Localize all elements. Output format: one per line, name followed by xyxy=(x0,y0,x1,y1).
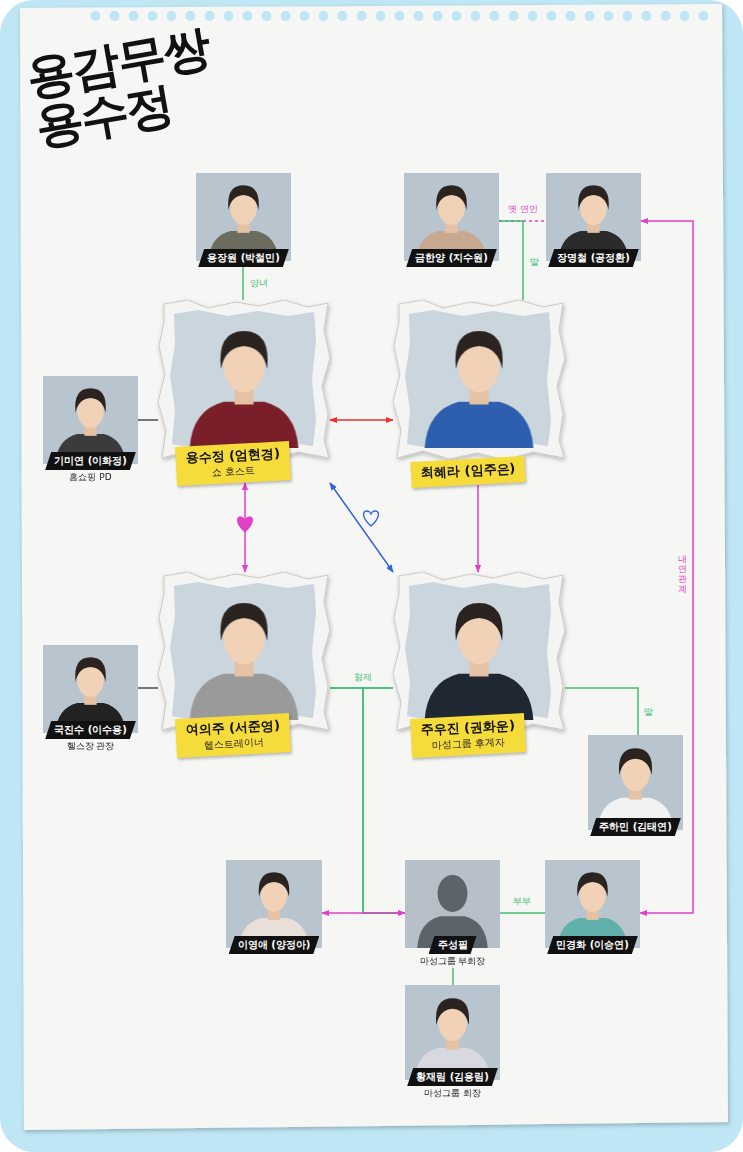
heart-symbol xyxy=(237,516,253,532)
photo-area xyxy=(226,860,322,948)
spiral-holes xyxy=(86,6,716,26)
relation-line xyxy=(500,912,545,914)
drama-title: 용감무쌍 용수정 xyxy=(23,16,252,153)
relation-line xyxy=(242,267,244,300)
name-tag: 장명철 (공정환) xyxy=(548,249,639,267)
character-name: 여의주 (서준영) xyxy=(185,718,280,740)
character-box: 이영애 (양정아) xyxy=(226,860,322,954)
relation-line xyxy=(244,483,246,572)
character-name: 국진수 (이수용) xyxy=(54,723,127,736)
character-box: 민경화 (이승연) xyxy=(545,860,640,954)
relation-label: 부부 xyxy=(511,896,533,907)
relation-line xyxy=(322,912,405,914)
character-name: 황재림 (김용림) xyxy=(416,1070,489,1083)
photo-area xyxy=(393,300,565,460)
name-tag: 용수정 (엄현경)쇼 호스트 xyxy=(175,441,291,486)
name-tag: 이영애 (양정아) xyxy=(229,936,320,954)
character-box: 황재림 (김용림) 마성그룹 회장 xyxy=(405,985,500,1100)
character-box: 장명철 (공정환) xyxy=(546,173,641,267)
torn-photo-frames xyxy=(158,300,565,732)
photo-area xyxy=(43,645,138,733)
relation-line xyxy=(330,687,393,689)
relation-line xyxy=(565,688,638,735)
character-name: 주하민 (김태연) xyxy=(599,820,672,833)
character-role: 마성그룹 회장 xyxy=(405,1088,500,1100)
character-name: 용장원 (박철민) xyxy=(207,251,280,264)
relation-line xyxy=(499,220,546,222)
main-portraits xyxy=(190,331,534,720)
character-name: 기미연 (이화정) xyxy=(54,454,127,467)
photo-area xyxy=(393,572,565,732)
paper-sheet xyxy=(20,4,728,1130)
name-tag: 기미연 (이화정) xyxy=(45,452,136,470)
character-card: 용수정 (엄현경)쇼 호스트 xyxy=(158,300,330,483)
character-name: 금한양 (지수원) xyxy=(415,251,488,264)
photo-area xyxy=(545,860,640,948)
photo-area xyxy=(546,173,641,261)
name-tag: 여의주 (서준영)헬스트레이너 xyxy=(175,713,291,758)
relation-line xyxy=(640,221,693,913)
relation-line xyxy=(452,968,454,985)
character-card: 최혜라 (임주은) xyxy=(393,300,565,485)
relation-line xyxy=(330,483,393,572)
character-box: 주하민 (김태연) xyxy=(588,735,683,836)
relation-line xyxy=(138,419,158,421)
character-card: 주우진 (권화운)마성그룹 후계자 xyxy=(393,572,565,755)
relation-label: 양녀 xyxy=(248,278,270,289)
character-card: 여의주 (서준영)헬스트레이너 xyxy=(158,572,330,755)
character-role: 홈쇼핑 PD xyxy=(43,472,138,484)
photo-area xyxy=(405,860,500,948)
relation-line xyxy=(138,687,158,689)
name-tag: 황재림 (김용림) xyxy=(407,1068,498,1086)
photo-area xyxy=(196,173,291,261)
relation-label: 내연관계 xyxy=(677,554,688,596)
relation-line xyxy=(499,221,523,300)
relation-label: 딸 xyxy=(528,257,541,268)
name-tag: 주하민 (김태연) xyxy=(590,818,681,836)
name-tag: 최혜라 (임주은) xyxy=(410,456,526,488)
photo-area xyxy=(158,572,330,732)
relation-line xyxy=(330,688,405,913)
relation-label: 옛 연인 xyxy=(506,204,540,215)
character-name: 최혜라 (임주은) xyxy=(421,461,516,483)
character-name: 민경화 (이승연) xyxy=(556,938,629,951)
relation-line xyxy=(363,688,405,913)
character-role: 마성그룹 부회장 xyxy=(405,956,500,968)
photo-area xyxy=(404,173,499,261)
name-tag: 주우진 (권화운)마성그룹 후계자 xyxy=(410,713,526,758)
name-tag: 주성필 xyxy=(429,936,477,954)
character-name: 용수정 (엄현경) xyxy=(185,446,280,468)
photo-area xyxy=(588,735,683,830)
relation-label: 형제 xyxy=(352,672,374,683)
name-tag: 금한양 (지수원) xyxy=(406,249,497,267)
character-role: 헬스장 관장 xyxy=(43,741,138,753)
name-tag: 민경화 (이승연) xyxy=(547,936,638,954)
character-box: 주성필마성그룹 부회장 xyxy=(405,860,500,968)
relation-line xyxy=(330,419,393,421)
photo-area xyxy=(158,300,330,460)
character-name: 주성필 xyxy=(438,938,468,951)
name-tag: 용장원 (박철민) xyxy=(198,249,289,267)
character-box: 기미연 (이화정) 홈쇼핑 PD xyxy=(43,376,138,484)
character-name: 이영애 (양정아) xyxy=(238,938,311,951)
photo-frames xyxy=(43,173,683,1080)
character-name: 장명철 (공정환) xyxy=(557,251,630,264)
heart-outline-symbol xyxy=(364,511,379,526)
character-box: 용장원 (박철민) xyxy=(196,173,291,267)
relation-label: 딸 xyxy=(642,707,655,718)
character-box: 금한양 (지수원) xyxy=(404,173,499,267)
name-tag: 국진수 (이수용) xyxy=(45,721,136,739)
relation-line xyxy=(477,485,479,572)
character-box: 국진수 (이수용) 헬스장 관장 xyxy=(43,645,138,753)
photo-area xyxy=(405,985,500,1080)
photo-area xyxy=(43,376,138,464)
